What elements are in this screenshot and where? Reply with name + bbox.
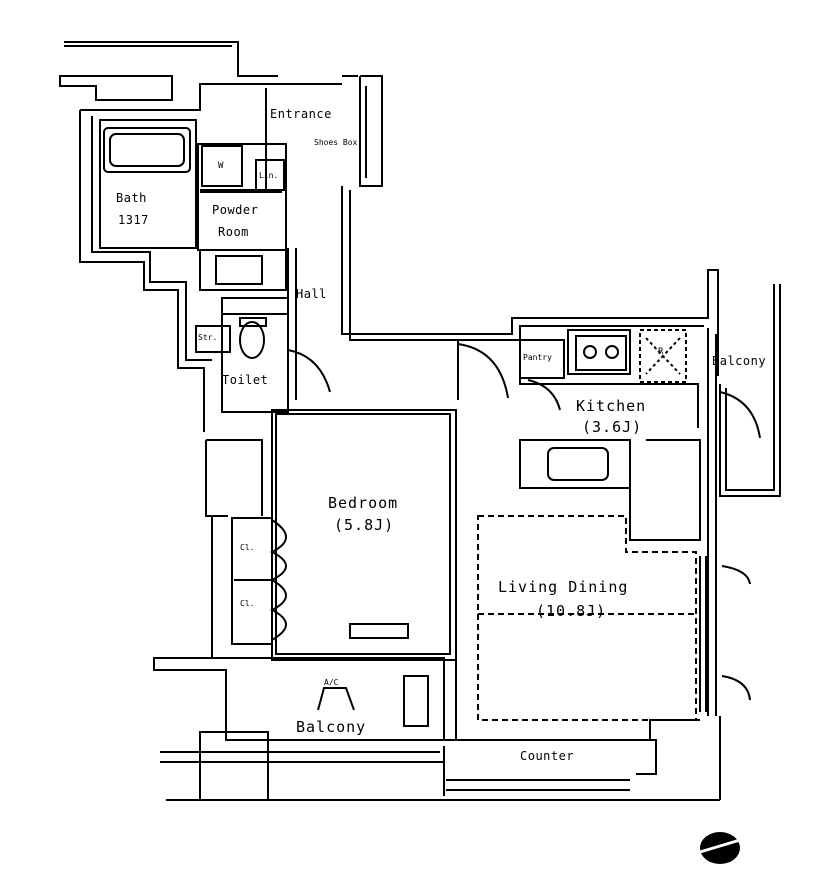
wall-hall-west — [287, 248, 297, 408]
label-closet-2: Cl. — [240, 599, 255, 608]
wall-bottom-balcony — [153, 657, 445, 741]
wall-outer-left — [79, 83, 268, 432]
bedroom-desk — [349, 623, 409, 639]
label-refrigerator: R — [658, 347, 664, 357]
balcony-door-1 — [719, 391, 761, 439]
wall-toilet — [221, 297, 289, 413]
toilet-door — [287, 349, 331, 393]
label-bath-size: 1317 — [118, 213, 149, 227]
closet-doors — [269, 519, 287, 641]
wall-island-east — [629, 439, 701, 541]
cooktop — [575, 335, 627, 371]
fridge-box — [639, 329, 687, 383]
label-closet-1: Cl. — [240, 543, 255, 552]
bathtub — [103, 127, 191, 173]
powder-lower — [199, 249, 287, 291]
burner-2 — [605, 345, 619, 359]
kitchen-door — [457, 343, 509, 399]
counter-wall — [446, 779, 630, 791]
living-dining-area — [477, 515, 697, 721]
fridge-diag — [645, 337, 681, 375]
wall-outer-left-step — [59, 75, 173, 101]
wall-entrance — [200, 75, 383, 191]
label-counter: Counter — [520, 749, 575, 763]
linen-box — [255, 159, 285, 191]
washer-box — [201, 145, 243, 187]
outdoor-unit — [199, 731, 269, 801]
sink — [547, 447, 609, 481]
pantry-box — [519, 339, 565, 379]
label-powder-room: Room — [218, 225, 249, 239]
label-entrance: Entrance — [270, 107, 332, 121]
label-kitchen-size: (3.6J) — [582, 418, 643, 436]
wall-right-balcony — [707, 284, 781, 716]
label-living-dining: Living Dining — [498, 578, 629, 596]
label-bath: Bath — [116, 191, 147, 205]
label-powder: Powder — [212, 203, 259, 217]
balcony-door-2 — [721, 565, 751, 701]
north-compass — [699, 832, 741, 864]
island — [519, 439, 631, 489]
label-bedroom-size: (5.8J) — [334, 516, 395, 534]
label-kitchen: Kitchen — [576, 397, 647, 415]
label-aircon: A/C — [324, 678, 339, 687]
wall-bedroom — [271, 409, 457, 661]
toilet-tank — [239, 317, 267, 327]
storage-box — [195, 325, 231, 353]
label-linen: Lin. — [259, 171, 279, 180]
bedroom-window — [286, 653, 410, 661]
toilet-bowl — [239, 321, 265, 359]
wall-top-fence — [64, 41, 278, 77]
label-toilet: Toilet — [222, 373, 269, 387]
window-right-1 — [699, 556, 707, 712]
label-balcony-bottom: Balcony — [296, 718, 367, 736]
wall-bath — [99, 119, 197, 249]
label-shoes-box: Shoes Box — [314, 138, 358, 147]
ac-symbol — [317, 687, 355, 711]
bathtub-inner — [109, 133, 185, 167]
label-storage: Str. — [198, 333, 218, 342]
ac-vent — [403, 675, 429, 727]
wall-closets — [231, 517, 273, 645]
label-balcony-right: Balcony — [712, 354, 767, 368]
label-hall: Hall — [296, 287, 327, 301]
wall-living — [443, 412, 700, 796]
label-washer: W — [218, 161, 224, 171]
wall-bottom — [160, 716, 721, 801]
label-pantry: Pantry — [523, 353, 552, 362]
label-living-size: (10.8J) — [536, 602, 607, 620]
burner-1 — [583, 345, 597, 359]
label-bedroom: Bedroom — [328, 494, 399, 512]
pantry-door — [527, 379, 561, 411]
